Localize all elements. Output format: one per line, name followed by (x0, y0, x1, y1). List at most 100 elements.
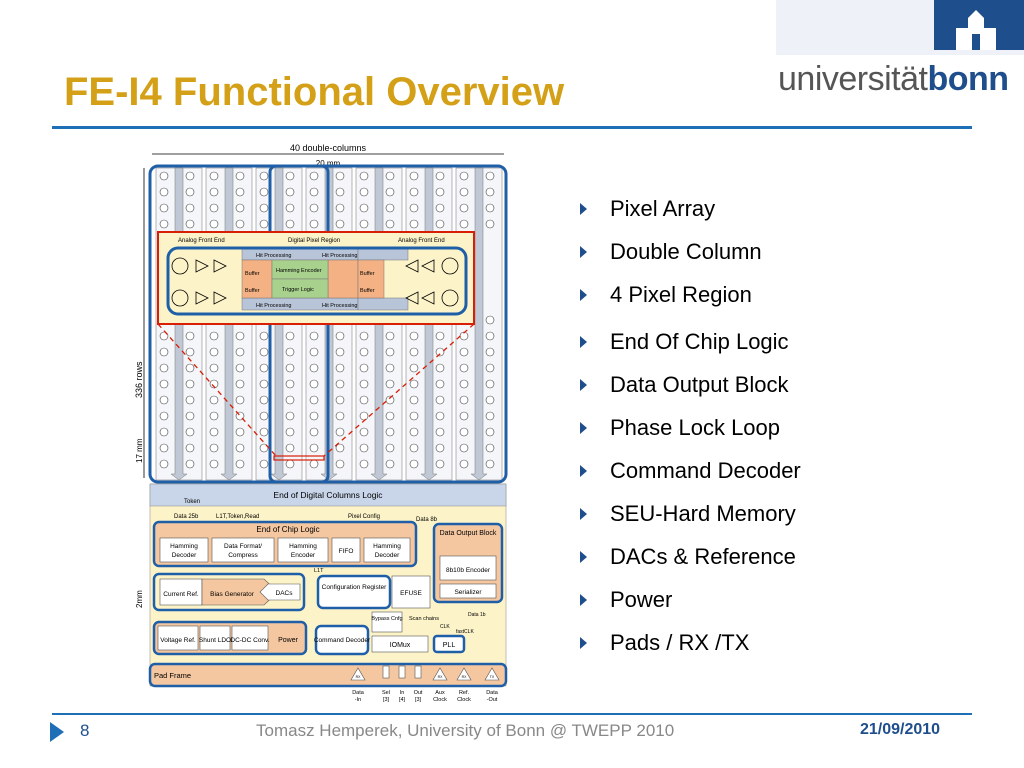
pixel (309, 331, 319, 341)
pixel (159, 363, 169, 373)
pixel (309, 171, 319, 181)
pixel (359, 427, 369, 437)
pixel (309, 459, 319, 469)
topic-item: Data Output Block (578, 370, 998, 413)
topic-item: DACs & Reference (578, 542, 998, 585)
pixel (209, 459, 219, 469)
pixel (335, 331, 345, 341)
pad-marks: RXData-InSel[3]In[4]Out[3]RXAuxClockRXRe… (350, 665, 500, 703)
pixel (485, 411, 495, 421)
topic-item: Pixel Array (578, 194, 998, 237)
topic-item: Double Column (578, 237, 998, 280)
pixel (159, 203, 169, 213)
pixel (409, 187, 419, 197)
topic-item: End Of Chip Logic (578, 327, 998, 370)
pixel (285, 331, 295, 341)
hit-processing-label-4: Hit Processing (322, 303, 357, 309)
topic-item: SEU-Hard Memory (578, 499, 998, 542)
pixel (335, 459, 345, 469)
eodc-block (149, 483, 507, 507)
pixel (235, 203, 245, 213)
topic-label: SEU-Hard Memory (610, 501, 796, 526)
topic-label: Command Decoder (610, 458, 801, 483)
pad-label: -Out (487, 697, 498, 703)
pixel (335, 171, 345, 181)
pixel (485, 331, 495, 341)
bullet-arrow-icon (580, 246, 587, 258)
pixel (259, 331, 269, 341)
pixel (335, 411, 345, 421)
pixel (259, 395, 269, 405)
data8-label: Data 8b (416, 517, 438, 523)
efuse-label: EFUSE (400, 590, 422, 597)
pad-label: [3] (415, 697, 422, 703)
pixel (259, 363, 269, 373)
fe-i4-block-diagram: 40 double-columns 20 mm 336 rows 17 mm 2… (128, 138, 520, 708)
encoder-label: 8b10b Encoder (446, 567, 491, 574)
pixel (335, 187, 345, 197)
scan-chains-label: Scan chains (409, 616, 439, 622)
pixel (185, 427, 195, 437)
pad-frame-label: Pad Frame (154, 671, 191, 680)
buffer-label-4: Buffer (360, 288, 375, 294)
pad-pin: Sel[3] (382, 665, 390, 703)
pad-label: Clock (457, 697, 471, 703)
pixel (159, 347, 169, 357)
pixel (159, 459, 169, 469)
pixel (309, 427, 319, 437)
pixel (209, 203, 219, 213)
pixel (235, 331, 245, 341)
pixel (235, 219, 245, 229)
topic-label: Pixel Array (610, 196, 716, 221)
buffer-label-3: Buffer (360, 271, 375, 277)
pixel-config-label: Pixel Config (348, 514, 380, 520)
pad-type-label: TX (490, 675, 495, 679)
pixel (335, 347, 345, 357)
bullet-arrow-icon (580, 508, 587, 520)
pixel (259, 171, 269, 181)
pixel (259, 219, 269, 229)
pixel (185, 411, 195, 421)
pad-label: Data (352, 690, 365, 696)
pixel (359, 411, 369, 421)
pixel (409, 427, 419, 437)
pixel (285, 219, 295, 229)
four-pixel-outline (166, 246, 468, 316)
pixel (385, 427, 395, 437)
pixel (435, 395, 445, 405)
bullet-arrow-icon (580, 551, 587, 563)
pixel (159, 395, 169, 405)
pll-block (432, 634, 466, 654)
footer-divider (52, 713, 972, 715)
pixel (435, 187, 445, 197)
zoom-lines (157, 323, 475, 457)
pad-label: Sel (382, 690, 390, 696)
pixel (259, 427, 269, 437)
footer-date: 21/09/2010 (860, 721, 941, 738)
pixel (309, 187, 319, 197)
pixel (185, 171, 195, 181)
pixel (185, 379, 195, 389)
bias-generator-label: Bias Generator (210, 591, 255, 598)
shunt-ldo-label: Shunt LDO (199, 637, 231, 644)
pixel (285, 395, 295, 405)
pixel (459, 459, 469, 469)
pad-label: [4] (399, 697, 406, 703)
pixel-array-outline (148, 164, 508, 484)
eoc-sub-block-label: Decoder (172, 552, 197, 559)
data-output-label: Data Output Block (440, 530, 497, 537)
pixel (235, 347, 245, 357)
pixel (485, 363, 495, 373)
pixel (309, 363, 319, 373)
pixel (285, 347, 295, 357)
eoc-sub-block-label: Decoder (375, 552, 400, 559)
pixel (359, 331, 369, 341)
pixel (409, 331, 419, 341)
pixel (485, 395, 495, 405)
pixel (259, 187, 269, 197)
voltage-ref-label: Voltage Ref. (160, 637, 196, 644)
bullet-arrow-icon (580, 289, 587, 301)
